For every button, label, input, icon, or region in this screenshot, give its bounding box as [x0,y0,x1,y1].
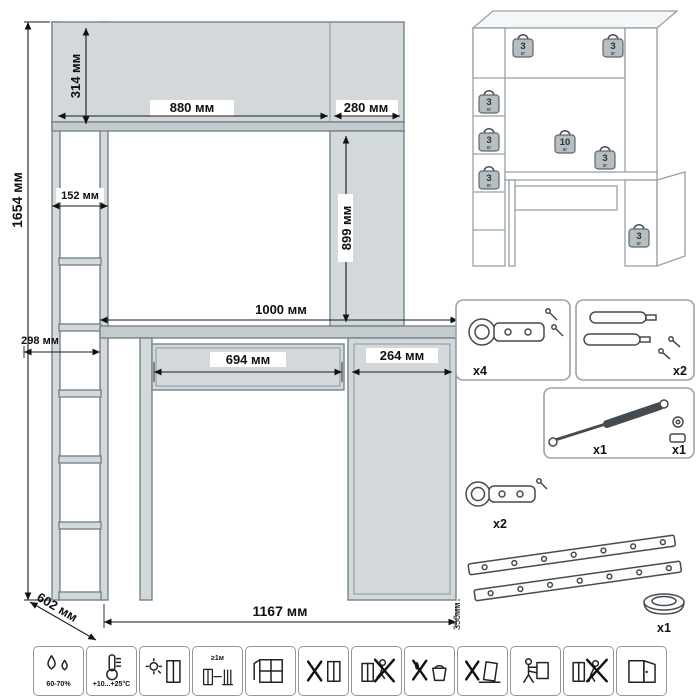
no-climbing-icon [360,658,395,683]
load-badge-3kg: 3 кг [478,128,500,152]
care-cell-no-climbing [351,646,402,696]
care-cell-no-leaning [563,646,614,696]
badge-unit: кг [603,163,607,169]
dim-label-total-width: 1167 мм [253,603,308,619]
dim-drawer-width: 694 мм [153,352,343,382]
no-dragging-icon [464,660,501,683]
load-badge-3kg: 3 кг [478,166,500,190]
badge-value: 3 [610,41,615,52]
no-wet-cleaning-icon [411,659,447,682]
hardware-kit: x4 x2 x1 x1 [452,299,695,635]
assembled-load-diagram: 3 кг 3 кг 3 кг 3 кг 3 кг [471,10,686,267]
badge-value: 3 [520,41,525,52]
dim-pedestal-width: 264 мм [352,348,452,376]
hinge2-qty-label: x2 [493,517,507,531]
dim-label-drawer-width: 694 мм [226,352,271,367]
dim-label-top-cabinet-width: 880 мм [170,100,215,115]
humidity-icon [46,655,68,671]
no-direct-sunlight-icon [145,658,181,683]
care-cell-no-wet-cleaning [404,646,455,696]
badge-unit: кг [611,51,615,57]
dim-upper-shelf-depth: 152 мм [52,188,108,210]
badge-unit: кг [487,107,491,113]
damper-pack-2: x2 [575,299,695,381]
badge-unit: кг [487,183,491,189]
dim-label-desktop-width: 1000 мм [255,302,307,317]
load-badge-3kg: 3 кг [512,34,534,58]
badge-value: 3 [486,135,491,146]
badge-unit: кг [637,241,641,247]
assembled-outline [471,10,686,267]
badge-unit: кг [563,147,567,153]
desk-front-view-drawing: 1654 мм 314 мм 880 мм 280 мм 899 мм 152 … [9,21,460,641]
badge-value: 3 [636,231,641,242]
care-cell-carry [510,646,561,696]
care-cell-ventilation [245,646,296,696]
damper-qty-label: x2 [673,364,687,378]
ladder-shelf [51,21,109,601]
grommet-qty-label: x1 [657,621,671,635]
dim-desktop-width: 1000 мм [100,302,458,324]
hinge4-qty-label: x4 [473,364,487,378]
temperature-icon [105,654,121,681]
care-cell-heat-distance: ≥1м [192,646,243,696]
dim-top-cabinet-height: 314 мм [68,27,90,124]
heat-distance-icon [202,668,233,686]
load-badge-3kg: 3 кг [478,90,500,114]
hinge-pack-4: x4 [455,299,571,381]
dim-lower-shelf-depth: 298 мм [21,335,100,358]
carry-two-hands-icon [522,658,549,683]
slide-length-label: 350мм [452,603,462,630]
dim-label-right-column-height: 899 мм [339,206,354,251]
care-cell-no-sitting [298,646,349,696]
badge-value: 3 [486,97,491,108]
badge-value: 3 [486,173,491,184]
dim-label-top-right-width: 280 мм [344,100,389,115]
dim-label-total-height: 1654 мм [9,172,25,228]
care-label: +10...+25°C [92,681,131,689]
dim-total-width: 1167 мм [103,603,457,628]
load-badge-3kg: 3 кг [594,146,616,170]
dim-label-pedestal-width: 264 мм [380,348,425,363]
ventilation-icon [252,659,283,683]
desk-body [99,325,459,601]
care-label: ≥1м [211,655,224,663]
badge-value: 3 [602,153,607,164]
no-sitting-icon [306,660,341,683]
dim-label-top-cabinet-height: 314 мм [68,54,83,99]
load-badge-3kg: 3 кг [628,224,650,248]
dim-label-lower-shelf-depth: 298 мм [21,335,59,347]
dim-top-cabinet-width: 880 мм [58,100,328,120]
load-badge-3kg: 3 кг [602,34,624,58]
badge-unit: кг [487,145,491,151]
care-cell-humidity: 60-70% [33,646,84,696]
fitting-qty-label: x1 [672,443,686,457]
care-cell-no-dragging [457,646,508,696]
care-label: 60-70% [46,681,71,689]
hinge-pack-2: x2 [465,478,548,531]
dim-total-height: 1654 мм [9,21,50,601]
no-leaning-icon [571,658,608,683]
cable-grommet: x1 [643,593,685,635]
badge-unit: кг [521,51,525,57]
dim-right-column-height: 899 мм [338,136,354,322]
care-cell-open-doors [616,646,667,696]
badge-value: 10 [560,137,571,148]
care-icon-strip: 60-70% +10...+25°C [33,646,667,696]
care-cell-temperature: +10...+25°C [86,646,137,696]
dim-top-right-width: 280 мм [334,100,400,120]
gas-strut: x1 x1 [543,387,695,459]
dim-label-upper-shelf-depth: 152 мм [61,190,99,202]
drawer-slides: 350мм [452,534,682,630]
strut-qty-label: x1 [593,443,607,457]
open-doors-icon [627,659,656,683]
load-badge-10kg: 10 кг [554,130,576,154]
care-cell-sunlight [139,646,190,696]
